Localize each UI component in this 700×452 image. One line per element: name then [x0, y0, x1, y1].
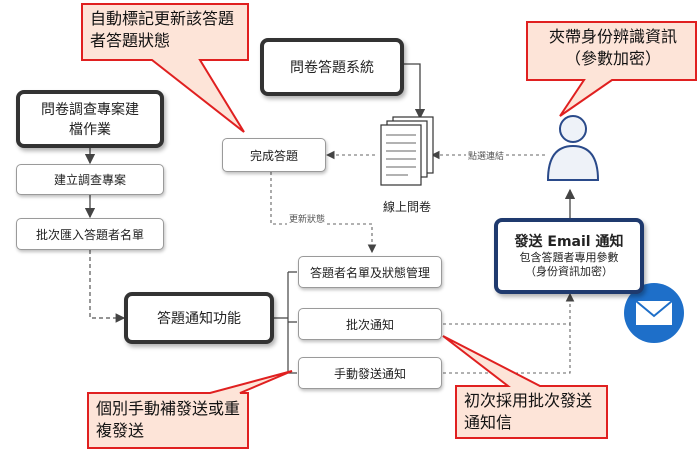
- arrow-import-to-notify: [89, 250, 126, 323]
- document-stack-icon: [380, 116, 434, 186]
- batch-import-box: 批次匯入答題者名單: [16, 218, 164, 250]
- email-notify-subtitle: 包含答題者專用參數: [519, 251, 619, 264]
- arrow-system-to-survey: [404, 63, 426, 120]
- callout-auto-mark: [81, 3, 249, 133]
- respondent-management-box: 答題者名單及狀態管理: [298, 256, 442, 288]
- create-project-box: 建立調查專案: [16, 164, 164, 195]
- survey-system-box: 問卷答題系統: [260, 38, 404, 96]
- update-status-label: 更新狀態: [287, 212, 328, 225]
- callout-manual-resend: [87, 370, 293, 449]
- manual-notify-box: 手動發送通知: [298, 357, 442, 389]
- envelope-icon: [624, 283, 684, 343]
- user-icon: [546, 115, 600, 181]
- batch-notify-box: 批次通知: [298, 308, 442, 340]
- click-link-label: 點選連結: [466, 149, 507, 162]
- email-notify-note: （身份資訊加密）: [525, 265, 613, 278]
- callout-manual-resend-text: 個別手動補發送或重複發送: [96, 399, 241, 440]
- arrow-manual-to-email: [443, 324, 571, 374]
- arrow-batch-to-email: [443, 292, 575, 325]
- project-setup-box: 問卷調查專案建檔作業: [16, 90, 164, 148]
- email-notify-box: 發送 Email 通知 包含答題者專用參數 （身份資訊加密）: [494, 218, 644, 294]
- callout-encrypted: [526, 21, 697, 117]
- complete-answer-box: 完成答題: [222, 138, 326, 172]
- callout-auto-mark-text: 自動標記更新該答題者答題狀態: [90, 9, 235, 50]
- callout-encrypted-text: 夾帶身份辨識資訊（參數加密）: [548, 27, 677, 68]
- callout-batch-first-text: 初次採用批次發送通知信: [464, 391, 593, 432]
- branch-lines: [274, 271, 297, 374]
- notify-function-box: 答題通知功能: [124, 292, 274, 344]
- callout-batch-first: [442, 335, 608, 439]
- online-survey-label: 線上問卷: [383, 200, 432, 214]
- email-notify-title: 發送 Email 通知: [514, 234, 624, 250]
